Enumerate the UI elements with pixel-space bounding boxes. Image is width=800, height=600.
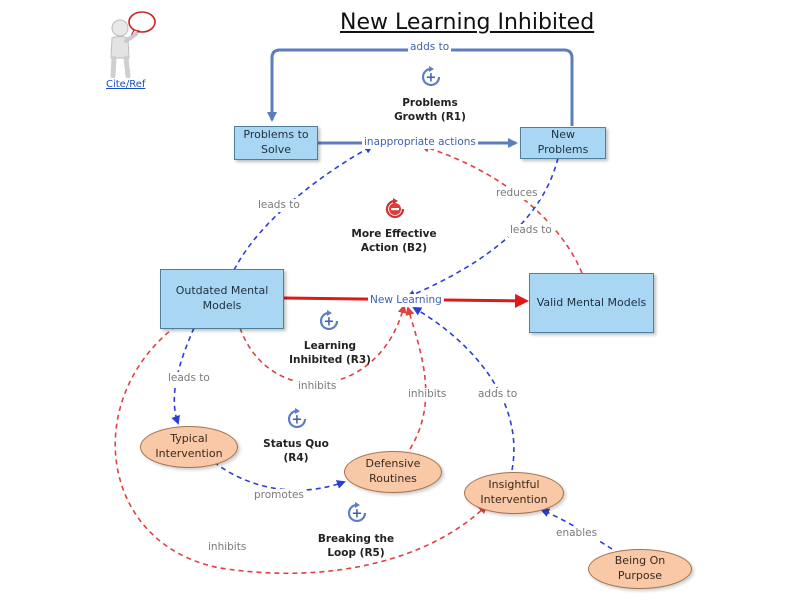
reinforcing-loop-icon: + xyxy=(319,310,339,331)
reduces-link xyxy=(420,143,583,274)
loop-r3-label: Learning Inhibited (R3) xyxy=(270,340,390,367)
svg-text:+: + xyxy=(324,315,335,330)
leads-to-upper-left-label: leads to xyxy=(256,199,302,212)
leads-to-lower-label: leads to xyxy=(166,372,212,385)
valid-mental-models-box: Valid Mental Models xyxy=(529,273,654,333)
presenter-figure-icon xyxy=(110,11,156,78)
insightful-intervention-node: Insightful Intervention xyxy=(464,472,564,514)
inhibits-r3-label: inhibits xyxy=(296,380,339,393)
node-text: Valid Mental Models xyxy=(536,295,647,309)
node-text: Intervention xyxy=(155,447,223,460)
node-text: Outdated Mental xyxy=(175,284,269,298)
loop-r5-label: Breaking the Loop (R5) xyxy=(296,533,416,560)
problems-to-solve-box: Problems to Solve xyxy=(234,126,318,160)
node-text: Being On Purpose xyxy=(614,554,666,582)
node-text: Intervention xyxy=(480,493,548,506)
loop-label-line: More Effective xyxy=(351,228,437,240)
new-learning-label: New Learning xyxy=(368,294,444,307)
loop-r1-label: Problems Growth (R1) xyxy=(370,97,490,124)
loop-label-line: Problems xyxy=(402,97,458,109)
promotes-label: promotes xyxy=(252,489,306,502)
leads-to-lower-link xyxy=(171,327,195,425)
adds-to-insightful-link xyxy=(412,307,515,471)
typical-intervention-node: Typical Intervention xyxy=(140,426,238,468)
being-on-purpose-node: Being On Purpose xyxy=(588,549,692,589)
inhibits-defensive-link xyxy=(405,306,427,450)
diagram-title: New Learning Inhibited xyxy=(340,10,595,35)
node-text: Models xyxy=(202,299,242,312)
loop-label-line: Status Quo xyxy=(263,438,329,450)
loop-label-line: Action (B2) xyxy=(360,241,428,254)
inhibits-defensive-label: inhibits xyxy=(406,388,449,401)
adds-to-top-label: adds to xyxy=(408,41,452,54)
reinforcing-loop-icon: + xyxy=(347,502,367,523)
loop-b2-label: More Effective Action (B2) xyxy=(334,228,454,255)
loop-label-line: Inhibited (R3) xyxy=(289,353,371,366)
svg-text:+: + xyxy=(292,413,303,428)
loop-label-line: Loop (R5) xyxy=(327,546,385,559)
promotes-link xyxy=(213,461,346,491)
node-text: Typical xyxy=(170,432,208,446)
node-text: Solve xyxy=(260,143,292,156)
enables-label: enables xyxy=(554,527,600,540)
loop-r4-label: Status Quo (R4) xyxy=(236,438,356,465)
new-problems-box: New Problems xyxy=(520,127,606,159)
inhibits-bottom-label: inhibits xyxy=(206,541,249,554)
svg-text:+: + xyxy=(426,71,437,86)
adds-to-insightful-label: adds to xyxy=(476,388,520,401)
loop-label-line: (R4) xyxy=(283,451,309,464)
inappropriate-actions-label: inappropriate actions xyxy=(362,136,478,149)
reinforcing-loop-icon: + xyxy=(421,66,441,87)
balancing-loop-icon xyxy=(385,198,405,219)
loop-label-line: Learning xyxy=(303,340,357,352)
reduces-label: reduces xyxy=(494,187,540,200)
cite-ref-link[interactable]: Cite/Ref xyxy=(106,79,146,90)
leads-to-upper-right-label: leads to xyxy=(508,224,554,237)
loop-label-line: Breaking the xyxy=(317,533,395,545)
node-text: Routines xyxy=(369,472,417,485)
outdated-mental-models-box: Outdated Mental Models xyxy=(160,269,284,329)
node-text: Insightful xyxy=(488,478,540,492)
loop-label-line: Growth (R1) xyxy=(394,110,466,123)
svg-text:+: + xyxy=(352,507,363,522)
node-text: Defensive xyxy=(365,457,421,471)
node-text: New Problems xyxy=(537,128,589,156)
node-text: Problems to xyxy=(243,128,309,142)
defensive-routines-node: Defensive Routines xyxy=(344,451,442,493)
inhibits-bottom-link xyxy=(114,325,488,575)
reinforcing-loop-icon: + xyxy=(287,408,307,429)
